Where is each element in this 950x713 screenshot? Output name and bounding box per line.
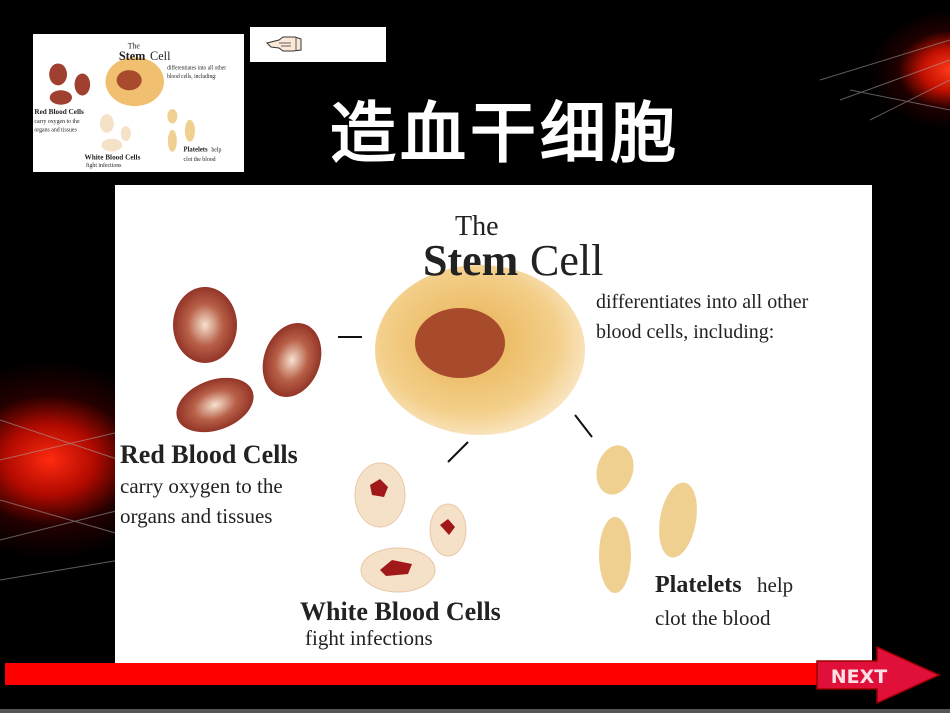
platelets-line-1: clot the blood (655, 606, 771, 630)
platelets-title: Platelets (655, 572, 742, 598)
red-footer-bar (5, 663, 875, 685)
rbc-title: Red Blood Cells (120, 440, 298, 469)
thumb-platelets-title: Platelets (184, 146, 208, 153)
platelets-illustration (596, 445, 697, 593)
thumb-desc-2: blood cells, including: (167, 74, 217, 80)
next-label: NEXT (831, 666, 888, 688)
platelets-help: help (757, 573, 793, 597)
thumb-cell: Cell (150, 49, 171, 63)
thumbnail-diagram: The Stem Cell differentiates into all ot… (34, 41, 226, 169)
slide-title: 造血干细胞 (330, 95, 680, 172)
wbc-title: White Blood Cells (300, 597, 501, 626)
thumb-rbc-2: organs and tissues (34, 128, 77, 134)
thumb-cells (49, 57, 195, 152)
white-blood-cells-illustration (354, 462, 467, 593)
thumb-stem: Stem (119, 49, 146, 63)
next-arrow-icon (816, 645, 941, 705)
thumb-rbc-title: Red Blood Cells (34, 107, 84, 116)
thumb-wbc-1: fight infections (86, 162, 122, 169)
diagram-the: The (455, 211, 499, 242)
stem-cell-illustration (375, 265, 585, 435)
thumb-rbc-1: carry oxygen to the (34, 119, 80, 125)
diagram-desc-2: blood cells, including: (596, 321, 774, 343)
diagram-desc-1: differentiates into all other (596, 291, 809, 313)
diagram-stem: Stem (423, 236, 518, 285)
thumb-desc-1: differentiates into all other (167, 64, 226, 71)
rbc-line-1: carry oxygen to the (120, 474, 283, 498)
diagram-cell: Cell (530, 236, 603, 285)
rbc-line-2: organs and tissues (120, 504, 272, 528)
thumb-platelets-1: clot the blood (184, 157, 216, 163)
pointing-hand-button[interactable] (250, 27, 386, 62)
thumb-wbc-title: White Blood Cells (85, 152, 141, 161)
next-button[interactable]: NEXT (815, 645, 943, 707)
thumb-the: The (128, 41, 141, 50)
wbc-line-1: fight infections (305, 626, 433, 650)
pointing-hand-icon (266, 36, 302, 52)
stem-cell-diagram: The Stem Cell differentiates into all ot… (115, 185, 872, 663)
thumb-platelets-help: help (211, 147, 221, 153)
connector-lines (338, 336, 593, 463)
stem-cell-thumbnail: The Stem Cell differentiates into all ot… (33, 34, 244, 172)
bottom-divider (0, 709, 950, 713)
red-blood-cells-illustration (173, 287, 322, 433)
